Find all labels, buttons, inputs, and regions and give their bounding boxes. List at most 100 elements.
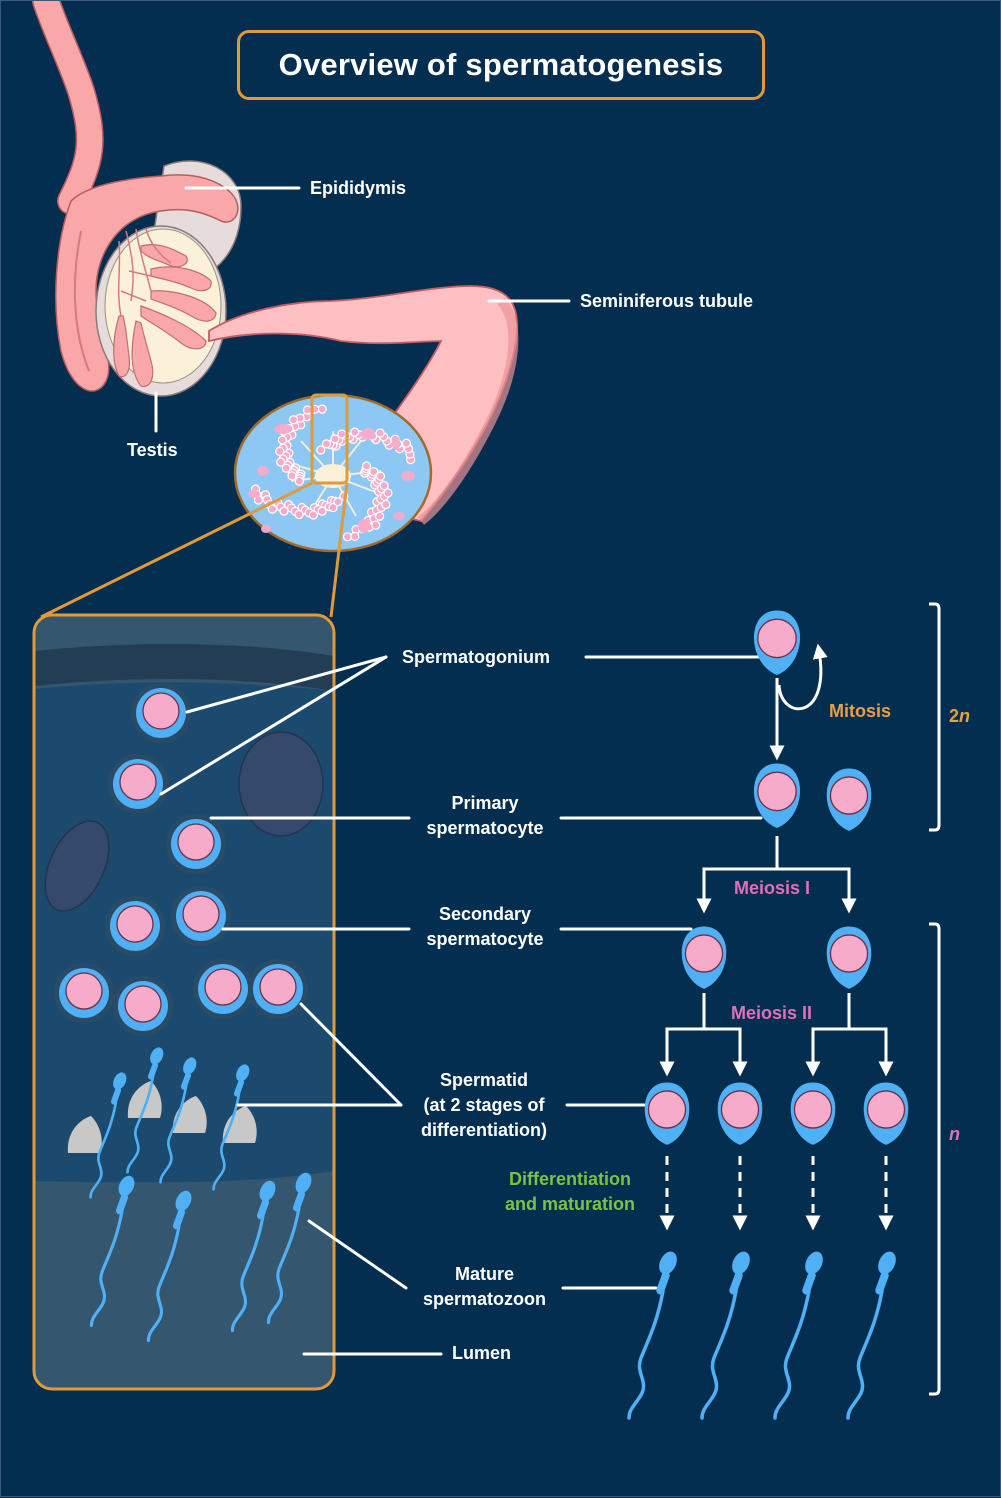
label-spermatogonium: Spermatogonium: [402, 647, 551, 667]
nucleus: [142, 692, 180, 730]
spermatid-elongated: [230, 1180, 276, 1333]
label-differentiation: Differentiation and maturation: [504, 1169, 635, 1214]
bracket-n: [929, 922, 941, 1396]
flow-arrows: [659, 643, 894, 1077]
tubule-cell: [288, 415, 299, 425]
tubule-cell-pattern: [251, 404, 416, 542]
midpiece: [656, 1271, 670, 1295]
ploidy-brackets: [929, 602, 941, 1396]
spermatid-elongated: [212, 1064, 250, 1191]
nucleus: [757, 618, 797, 659]
sperm-head: [732, 1251, 750, 1275]
tubule-cell: [350, 531, 360, 542]
tubule-cell: [316, 445, 326, 455]
mature-spermatozoon: [773, 1251, 823, 1420]
seminiferous-tubule: [208, 285, 519, 553]
flagellum: [126, 1075, 155, 1174]
tubule-cell: [276, 457, 286, 467]
nucleus: [204, 968, 242, 1006]
tubule-cell: [308, 510, 318, 520]
sperm-head: [175, 1190, 192, 1212]
tubule-cell: [337, 429, 347, 439]
nucleus: [829, 776, 869, 815]
nucleus: [757, 771, 797, 812]
spermatogonium-cell: [753, 610, 801, 675]
label-epididymis: Epididymis: [310, 178, 407, 198]
sperm-head: [150, 1047, 164, 1065]
tubule-cell: [317, 506, 327, 516]
sperm-head: [236, 1064, 250, 1082]
tubule-cell: [330, 434, 340, 444]
midpiece: [256, 1198, 270, 1220]
spermatid-elongated: [89, 1072, 127, 1199]
midpiece: [292, 1190, 306, 1212]
midpiece: [233, 1079, 245, 1097]
midpiece: [110, 1087, 122, 1105]
tubule-cell: [379, 480, 389, 491]
spermatid-elongated: [126, 1047, 164, 1174]
flow-spermatozoa: [627, 1251, 896, 1420]
tubule-cell: [321, 439, 332, 449]
label-mature-spermatozoon: Mature spermatozoon: [422, 1264, 546, 1309]
vas-deferens: [32, 1, 104, 215]
tubule-cell: [381, 499, 391, 510]
title-box: Overview of spermatogenesis: [237, 30, 765, 100]
midpiece: [180, 1072, 192, 1090]
flagellum: [212, 1092, 241, 1191]
tubule-cell: [371, 520, 381, 530]
tubule-cell: [277, 435, 287, 445]
primary-spermatocyte-cell: [826, 768, 872, 831]
testis: [95, 225, 227, 397]
primary-spermatocyte-cell: [753, 763, 801, 828]
spermatid-cell: [790, 1082, 836, 1145]
nucleus: [647, 1090, 687, 1129]
label-meiosis-1: Meiosis I: [734, 878, 811, 898]
nucleus: [177, 823, 215, 861]
spermatid-cell: [644, 1082, 690, 1145]
nucleus: [119, 763, 157, 801]
flagellum: [627, 1289, 665, 1420]
sperm-head: [805, 1251, 823, 1275]
nucleus: [65, 972, 103, 1010]
tubule-cell: [369, 467, 379, 477]
tubule-cell: [333, 497, 343, 507]
residual-body: [172, 1096, 207, 1133]
spermatid-elongated: [89, 1175, 135, 1328]
midpiece: [802, 1271, 816, 1295]
sperm-head: [118, 1175, 135, 1197]
midpiece: [147, 1062, 159, 1080]
midpiece: [875, 1271, 889, 1295]
secondary-spermatocyte-cell: [681, 926, 727, 989]
leader-lines: [154, 186, 763, 1356]
tubule-cell: [383, 488, 393, 498]
residual-body: [67, 1116, 102, 1153]
label-primary-spermatocyte: Primary spermatocyte: [426, 793, 544, 838]
sperm-head: [659, 1251, 677, 1275]
tubule-cell: [281, 463, 291, 473]
sperm-head: [259, 1180, 276, 1202]
tubule-cell: [328, 502, 338, 513]
spermatid-elongated: [266, 1172, 312, 1325]
residual-body: [222, 1106, 257, 1143]
label-testis: Testis: [127, 440, 178, 460]
tubule-cell: [302, 405, 313, 415]
nucleus: [116, 905, 154, 943]
tubule-cell: [287, 471, 297, 481]
sperm-head: [113, 1072, 127, 1090]
mature-spermatozoon: [627, 1251, 677, 1420]
midpiece: [115, 1193, 129, 1215]
tubule-cell: [294, 476, 304, 486]
tubule-cell: [361, 461, 372, 471]
tubule-cell: [375, 511, 385, 521]
tubule-cell: [294, 509, 304, 520]
differentiation-arrows: [659, 1156, 894, 1231]
label-meiosis-2: Meiosis II: [731, 1003, 813, 1023]
midpiece: [729, 1271, 743, 1295]
residual-body: [127, 1081, 162, 1118]
mature-spermatozoon: [700, 1251, 750, 1420]
label-spermatid: Spermatid (at 2 stages of differentiatio…: [421, 1070, 547, 1140]
bracket-2n: [929, 602, 941, 832]
midpiece: [172, 1208, 186, 1230]
flagellum: [146, 1224, 181, 1343]
nucleus: [829, 934, 869, 973]
